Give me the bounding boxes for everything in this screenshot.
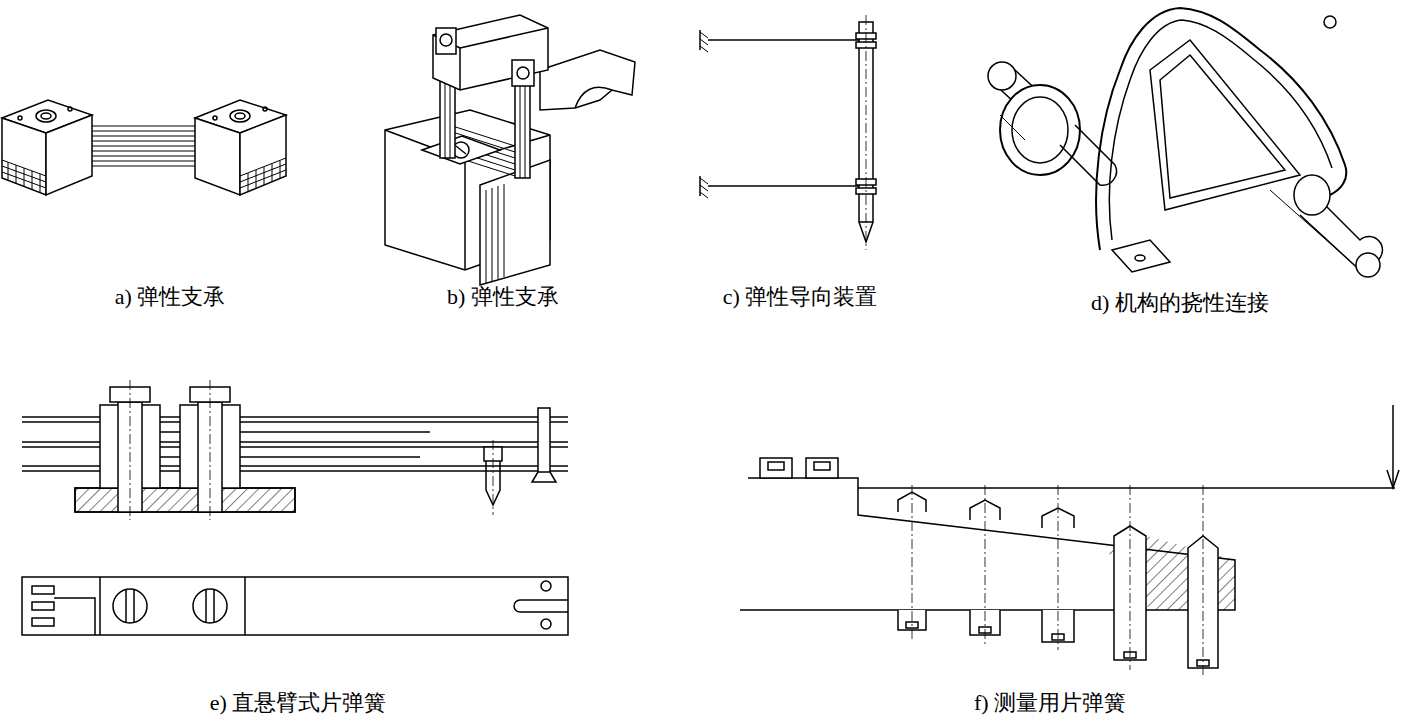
- figure-caption: b) 弹性支承: [447, 284, 559, 310]
- elastic-support-a: [2, 100, 286, 195]
- flexible-connection: [988, 8, 1382, 277]
- elastic-guide: [700, 15, 876, 250]
- figure-caption: e) 直悬臂式片弹簧: [210, 690, 387, 716]
- figure-caption: f) 测量用片弹簧: [974, 690, 1126, 716]
- cantilever-leaf-spring: [22, 380, 568, 635]
- figure-caption: c) 弹性导向装置: [723, 284, 878, 310]
- measuring-leaf-spring: [740, 405, 1399, 678]
- elastic-support-b: [385, 15, 635, 285]
- figure-caption: d) 机构的挠性连接: [1091, 290, 1269, 316]
- figure-caption: a) 弹性支承: [115, 284, 226, 310]
